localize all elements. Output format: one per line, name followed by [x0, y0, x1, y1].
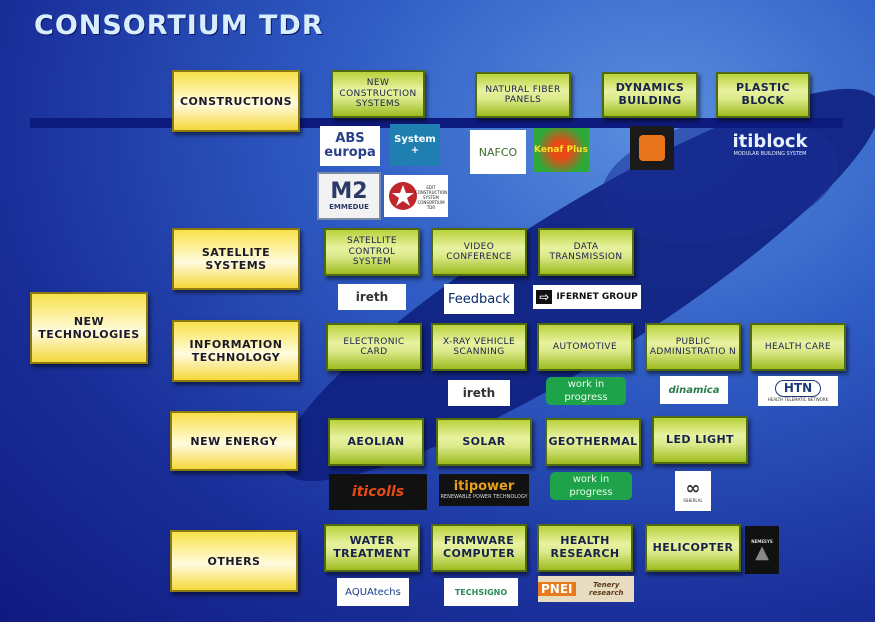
category-constructions: CONSTRUCTIONS — [172, 70, 300, 132]
status-badge-geothermal: work in progress — [550, 472, 632, 500]
logo-itiblock-subtext: MODULAR BUILDING SYSTEM — [733, 151, 807, 157]
logo-techsigno: TECHSIGNO — [444, 578, 518, 606]
logo-m2-subtext: EMMEDUE — [329, 203, 369, 211]
logo-dynamics-building — [630, 126, 674, 170]
logo-system-plus: System + — [390, 124, 440, 166]
item-dynamics-building: DYNAMICS BUILDING — [602, 72, 698, 118]
logo-tenery-text: Tenery research — [589, 581, 624, 597]
logo-itipower-text: itipower — [453, 478, 515, 494]
status-badge-automotive: work in progress — [546, 377, 626, 405]
item-aeolian: AEOLIAN — [328, 418, 424, 466]
logo-iticolls: iticolls — [329, 474, 427, 510]
helicopter-shape-icon: ▲ — [755, 541, 769, 563]
arrow-icon: ⇨ — [536, 290, 553, 304]
item-satellite-control-system: SATELLITE CONTROL SYSTEM — [324, 228, 420, 276]
category-information-technology: INFORMATION TECHNOLOGY — [172, 320, 300, 382]
item-health-research: HEALTH RESEARCH — [537, 524, 633, 572]
item-natural-fiber-panels: NATURAL FIBER PANELS — [475, 72, 571, 118]
logo-nafco: NAFCO — [470, 130, 526, 174]
logo-ifernet-text: IFERNET GROUP — [556, 292, 638, 302]
logo-htn-text: HTN — [774, 380, 822, 397]
header-band — [30, 118, 843, 128]
item-health-care: HEALTH CARE — [750, 323, 846, 371]
category-new-energy: NEW ENERGY — [170, 411, 298, 471]
red-star-icon — [389, 182, 417, 210]
logo-dynamics-mark — [639, 135, 665, 161]
logo-feedback: Feedback — [444, 284, 514, 314]
item-firmware-computer: FIRMWARE COMPUTER — [431, 524, 527, 572]
logo-isherlal-text: ISHERLAL — [683, 497, 703, 503]
logo-ifernet-group: ⇨ IFERNET GROUP — [533, 285, 641, 309]
category-others: OTHERS — [170, 530, 298, 592]
logo-ireth-satellite: ireth — [338, 284, 406, 310]
category-satellite-systems: SATELLITE SYSTEMS — [172, 228, 300, 290]
item-new-construction-systems: NEW CONSTRUCTION SYSTEMS — [331, 70, 425, 118]
logo-htn: HTN HEALTH TELEMATIC NETWORK — [758, 376, 838, 406]
logo-dinamica: dinamica — [660, 376, 728, 404]
item-led-light: LED LIGHT — [652, 416, 748, 464]
logo-edit-text: EDIT CONSTRUCTION SYSTEM CONSORTIUM TDR — [414, 185, 448, 210]
item-xray-vehicle-scanning: X-RAY VEHICLE SCANNING — [431, 323, 527, 371]
logo-kenaf-plus: Kenaf Plus — [533, 128, 589, 172]
item-automotive: AUTOMOTIVE — [537, 323, 633, 371]
logo-isherlal: ∞ ISHERLAL — [675, 471, 711, 511]
logo-abs-europa: ABS europa — [320, 126, 380, 166]
logo-nemesys: NEMESYS ▲ — [745, 526, 779, 574]
item-geothermal: GEOTHERMAL — [545, 418, 641, 466]
logo-itipower: itipower RENEWABLE POWER TECHNOLOGY — [439, 474, 529, 506]
item-data-transmission: DATA TRANSMISSION — [538, 228, 634, 276]
item-public-administration: PUBLIC ADMINISTRATIO N — [645, 323, 741, 371]
item-helicopter: HELICOPTER — [645, 524, 741, 572]
logo-pnei-tenery: PNEI Tenery research — [538, 576, 634, 602]
page-title: CONSORTIUM TDR — [34, 10, 324, 41]
logo-m2-emmedue: M2 EMMEDUE — [317, 172, 381, 220]
logo-isherlal-mark: ∞ — [685, 477, 701, 499]
root-node-new-technologies: NEW TECHNOLOGIES — [30, 292, 148, 364]
item-water-treatment: WATER TREATMENT — [324, 524, 420, 572]
logo-itipower-subtext: RENEWABLE POWER TECHNOLOGY — [440, 494, 528, 501]
item-plastic-block: PLASTIC BLOCK — [716, 72, 810, 118]
item-video-conference: VIDEO CONFERENCE — [431, 228, 527, 276]
logo-nemesys-text: NEMESYS — [751, 538, 773, 544]
logo-itiblock-text: itiblock — [732, 131, 808, 152]
logo-aquatechs: AQUAtechs — [337, 578, 409, 606]
logo-pnei-text: PNEI — [538, 582, 576, 596]
logo-htn-subtext: HEALTH TELEMATIC NETWORK — [767, 396, 829, 402]
logo-itiblock: itiblock MODULAR BUILDING SYSTEM — [711, 130, 829, 160]
logo-edit-construction: EDIT CONSTRUCTION SYSTEM CONSORTIUM TDR — [384, 175, 448, 217]
logo-ireth-information: ireth — [448, 380, 510, 406]
logo-m2-text: M2 — [330, 179, 368, 204]
item-solar: SOLAR — [436, 418, 532, 466]
item-electronic-card: ELECTRONIC CARD — [326, 323, 422, 371]
